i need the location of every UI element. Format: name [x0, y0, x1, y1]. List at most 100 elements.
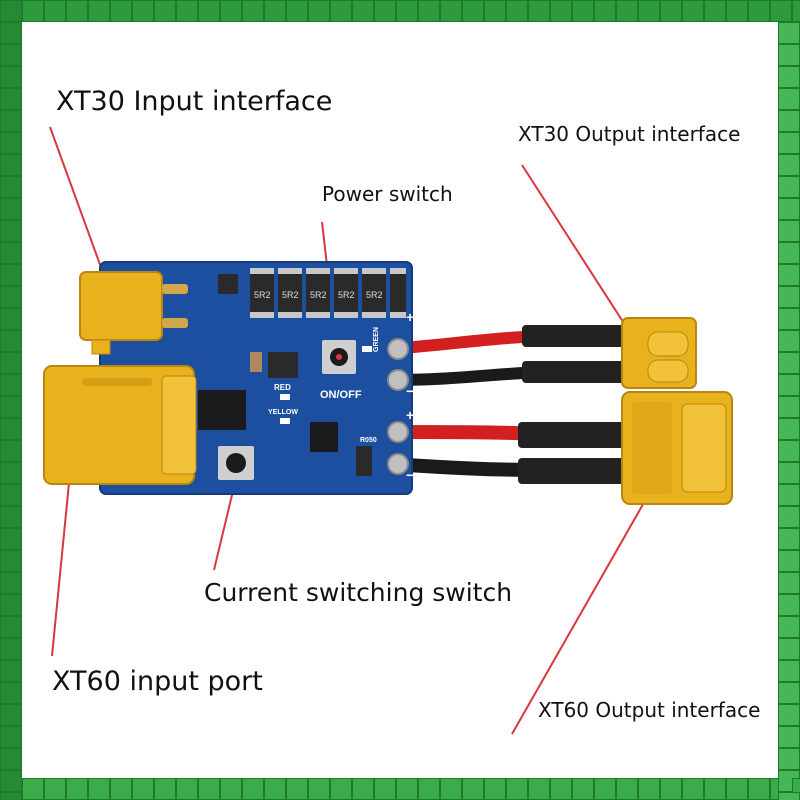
frame-tile — [616, 0, 638, 22]
frame-tile — [0, 572, 22, 594]
shunt-resistor — [356, 446, 372, 476]
led-green — [362, 346, 372, 352]
xt60-input-connector — [43, 365, 197, 485]
frame-tile — [0, 418, 22, 440]
frame-tile — [778, 506, 800, 528]
label-xt60-input: XT60 input port — [52, 666, 263, 697]
frame-tile — [0, 66, 22, 88]
frame-tile — [264, 0, 286, 22]
frame-tile — [0, 22, 22, 44]
silk-red: RED — [274, 383, 291, 392]
frame-tile — [0, 440, 22, 462]
frame-tile — [176, 0, 198, 22]
frame-tile — [778, 704, 800, 726]
frame-tile — [0, 638, 22, 660]
frame-tile — [778, 396, 800, 418]
frame-tile — [726, 0, 748, 22]
frame-tile — [0, 748, 22, 770]
frame-tile — [308, 0, 330, 22]
frame-tile — [704, 778, 726, 800]
frame-tile — [0, 616, 22, 638]
frame-tile — [286, 0, 308, 22]
power-switch-button — [322, 340, 356, 374]
frame-tile — [778, 572, 800, 594]
frame-tile — [22, 0, 44, 22]
frame-tile — [0, 396, 22, 418]
frame-tile — [778, 242, 800, 264]
silk-minus-bottom: − — [406, 467, 414, 483]
frame-tile — [286, 778, 308, 800]
frame-tile — [330, 0, 352, 22]
frame-tile — [0, 44, 22, 66]
frame-tile — [198, 0, 220, 22]
frame-tile — [778, 308, 800, 330]
frame-tile — [440, 778, 462, 800]
frame-tile — [418, 0, 440, 22]
frame-tile — [132, 778, 154, 800]
frame-tile — [242, 0, 264, 22]
frame-tile — [484, 0, 506, 22]
frame-tile — [778, 374, 800, 396]
frame-tile — [0, 242, 22, 264]
frame-tile — [0, 462, 22, 484]
resistor-row — [250, 268, 406, 318]
frame-tile — [66, 0, 88, 22]
frame-tile — [0, 88, 22, 110]
frame-tile — [330, 778, 352, 800]
wires — [391, 325, 633, 484]
frame-tile — [44, 778, 66, 800]
silk-minus-top: − — [406, 383, 414, 399]
capacitor — [250, 352, 262, 372]
frame-tile — [418, 778, 440, 800]
frame-tile — [176, 778, 198, 800]
frame-tile — [778, 484, 800, 506]
frame-tile — [22, 778, 44, 800]
frame-tile — [778, 440, 800, 462]
silk-plus-bottom: + — [406, 407, 414, 423]
silk-r050: R050 — [360, 437, 377, 444]
frame-tile — [462, 778, 484, 800]
frame-tile — [220, 0, 242, 22]
frame-tile — [550, 778, 572, 800]
frame-tile — [198, 778, 220, 800]
label-power-switch: Power switch — [322, 182, 453, 206]
label-xt30-input: XT30 Input interface — [56, 86, 333, 117]
frame-tile — [0, 484, 22, 506]
xt30-output-connector — [621, 317, 697, 389]
label-current-switch: Current switching switch — [204, 578, 513, 607]
frame-tile — [528, 0, 550, 22]
frame-tile — [0, 528, 22, 550]
frame-tile — [352, 778, 374, 800]
frame-tile — [0, 704, 22, 726]
frame-tile — [682, 778, 704, 800]
frame-tile — [778, 594, 800, 616]
frame-tile — [778, 726, 800, 748]
frame-tile — [778, 550, 800, 572]
ic-chip-main — [198, 390, 246, 430]
frame-tile — [396, 0, 418, 22]
frame-tile — [264, 778, 286, 800]
xt60-output-connector — [621, 391, 733, 505]
frame-tile — [0, 110, 22, 132]
frame-tile — [396, 778, 418, 800]
frame-tile — [242, 778, 264, 800]
frame-tile — [594, 0, 616, 22]
xt30-input-connector — [79, 271, 188, 355]
frame-tile — [792, 0, 800, 22]
frame-tile — [308, 778, 330, 800]
frame-tile — [778, 154, 800, 176]
led-red — [280, 394, 290, 400]
frame-tile — [0, 308, 22, 330]
frame-tile — [778, 638, 800, 660]
silk-plus-top: + — [406, 309, 414, 325]
frame-tile — [778, 352, 800, 374]
resistor-label-5: 5R2 — [366, 290, 383, 300]
frame-tile — [110, 778, 132, 800]
frame-tile — [440, 0, 462, 22]
frame-tile — [778, 792, 800, 800]
frame-tile — [88, 0, 110, 22]
frame-tile — [462, 0, 484, 22]
frame-tile — [778, 330, 800, 352]
frame-tile — [616, 778, 638, 800]
